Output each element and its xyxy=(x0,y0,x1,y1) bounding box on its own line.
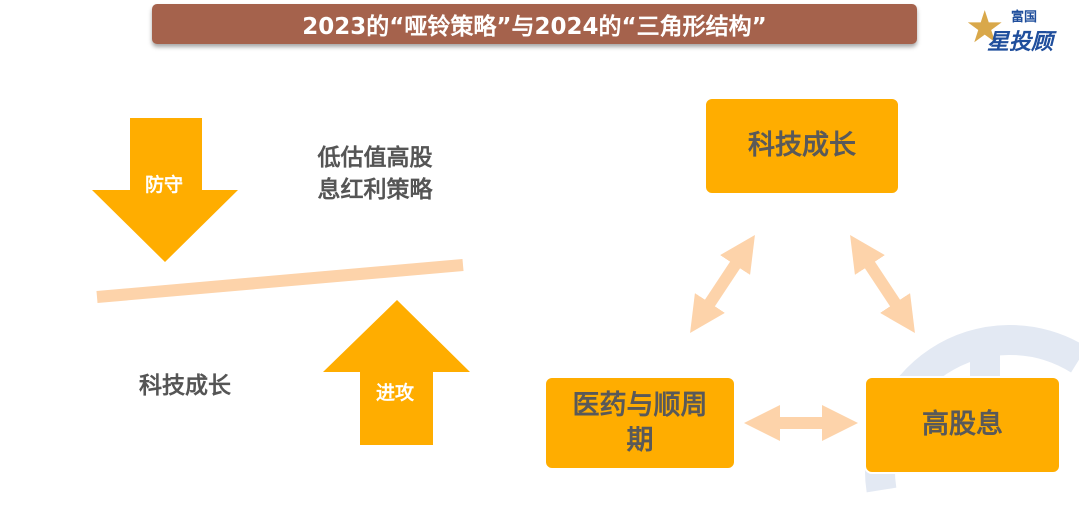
double-arrow-left xyxy=(690,234,755,334)
brand-logo: ★ 富国 星投顾 xyxy=(965,2,1065,56)
balance-bar xyxy=(96,259,464,303)
star-icon: ★ xyxy=(965,2,1005,53)
defense-down-arrow xyxy=(92,118,238,262)
defense-text-line2: 息红利策略 xyxy=(317,177,433,203)
attack-up-arrow xyxy=(323,300,470,445)
box-high-dividend: 高股息 xyxy=(864,376,1061,474)
attack-text: 科技成长 xyxy=(139,373,231,399)
defense-label: 防守 xyxy=(145,174,184,196)
logo-bottom: 星投顾 xyxy=(987,30,1054,55)
attack-label: 进攻 xyxy=(376,382,415,404)
defense-text-line1: 低估值高股 xyxy=(317,145,433,171)
double-arrow-right xyxy=(850,234,915,334)
box-tech-growth: 科技成长 xyxy=(704,97,900,195)
defense-text: 低估值高股 息红利策略 xyxy=(300,142,450,206)
box-pharma-cyclical: 医药与顺周期 xyxy=(544,376,736,470)
page-title: 2023的“哑铃策略”与2024的“三角形结构” xyxy=(152,4,917,44)
logo-top: 富国 xyxy=(1011,10,1038,25)
